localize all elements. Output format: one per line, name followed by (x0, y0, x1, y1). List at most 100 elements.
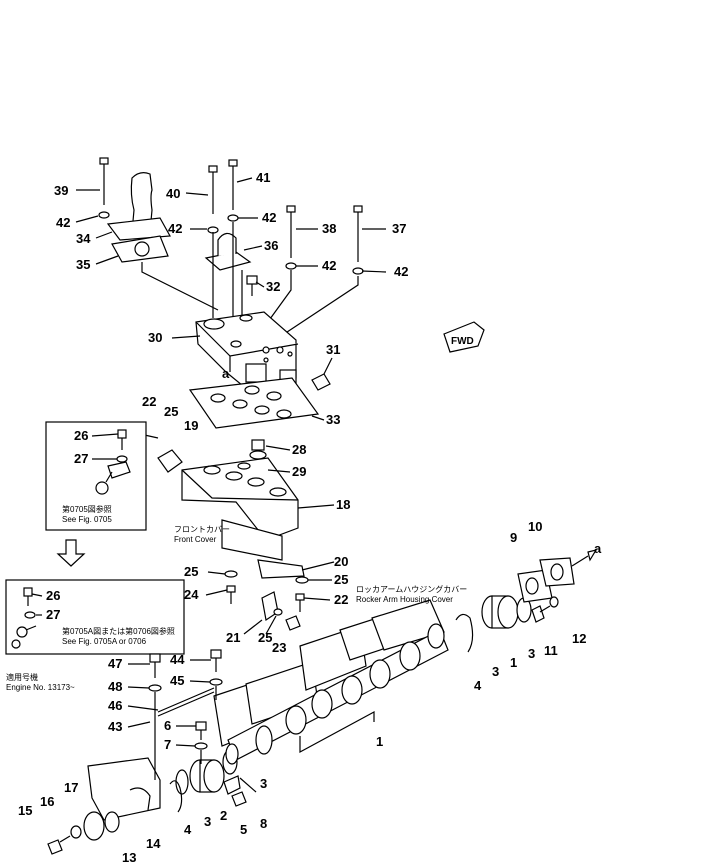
callout-4b: 4 (474, 678, 482, 693)
callout-3a: 3 (260, 776, 267, 791)
callout-5: 5 (240, 822, 247, 837)
see-fig2-label-en: See Fig. 0705A or 0706 (62, 637, 147, 646)
fwd-arrow-icon: FWD (443, 321, 485, 353)
callout-22: 22 (142, 394, 156, 409)
callout-21: 21 (226, 630, 240, 645)
callout-12: 12 (572, 631, 586, 646)
callout-43: 43 (108, 719, 122, 734)
inset-box-2 (5, 579, 185, 655)
callout-34: 34 (76, 231, 91, 246)
callout-10: 10 (528, 519, 542, 534)
callout-18: 18 (336, 497, 350, 512)
callout-40: 40 (166, 186, 180, 201)
bolt-44 (209, 649, 223, 700)
callout-23: 23 (272, 640, 286, 655)
fwd-label: FWD (451, 336, 474, 347)
bolt-47 (148, 653, 162, 780)
callout-42: 42 (56, 215, 70, 230)
bolt-41 (227, 159, 239, 222)
callout-14: 14 (146, 836, 161, 851)
callout-29: 29 (292, 464, 306, 479)
leader-1 (299, 710, 375, 754)
callout-8: 8 (260, 816, 267, 831)
callout-24: 24 (184, 587, 199, 602)
inset-box-1 (45, 421, 147, 531)
callout-27b: 27 (46, 607, 60, 622)
callout-1a: 1 (376, 734, 383, 749)
applicable-label-jp: 適用号機 (6, 672, 38, 682)
callout-17: 17 (64, 780, 78, 795)
ring-4-left (169, 780, 183, 813)
callout-27: 27 (74, 451, 88, 466)
callout-7: 7 (164, 737, 171, 752)
callout-28: 28 (292, 442, 306, 457)
camshaft-bushings (255, 623, 445, 755)
callout-30: 30 (148, 330, 162, 345)
block-18 (181, 457, 299, 541)
callout-33: 33 (326, 412, 340, 427)
bracket-36 (204, 226, 252, 271)
see-fig2-label-jp: 第0705A図または第0706図参照 (62, 626, 175, 636)
callout-16: 16 (40, 794, 54, 809)
callout-48: 48 (108, 679, 122, 694)
bolt-22-right (295, 576, 309, 612)
callout-38: 38 (322, 221, 336, 236)
bolt-38 (285, 205, 297, 270)
callout-15: 15 (18, 803, 32, 818)
right-end-parts (455, 549, 598, 653)
callout-3d: 3 (528, 646, 535, 661)
bolt-24 (224, 570, 238, 604)
callout-a-top: a (222, 366, 230, 381)
plug-32 (246, 275, 258, 296)
rocker-cover-label-en: Rocker Arm Housing Cover (356, 595, 453, 604)
bolt-39 (98, 157, 110, 219)
callout-25d: 25 (258, 630, 272, 645)
callout-1b: 1 (510, 655, 517, 670)
callout-36: 36 (264, 238, 278, 253)
ring-3-mid (225, 743, 239, 765)
leader-lines (31, 177, 387, 747)
callout-47: 47 (108, 656, 122, 671)
elbow-pipe (106, 172, 171, 263)
callout-11: 11 (544, 643, 558, 658)
callout-6: 6 (164, 718, 171, 733)
callout-13: 13 (122, 850, 136, 863)
callout-39: 39 (54, 183, 68, 198)
callout-32: 32 (266, 279, 280, 294)
callout-3c: 3 (492, 664, 499, 679)
callout-35: 35 (76, 257, 90, 272)
callout-3b: 3 (204, 814, 211, 829)
left-lower-parts (47, 749, 257, 855)
plug-31 (311, 357, 333, 391)
bolt-40 (208, 165, 218, 214)
callout-44: 44 (170, 652, 185, 667)
callout-45: 45 (170, 673, 184, 688)
caption-labels: フロントカバー Front Cover ロッカアームハウジングカバー Rocke… (6, 504, 467, 692)
part-28 (249, 439, 267, 460)
callout-19: 19 (184, 418, 198, 433)
callout-25b: 25 (334, 572, 348, 587)
alignment-lines (141, 222, 359, 341)
callout-a-right: a (594, 541, 602, 556)
rocker-housing-bodies (213, 599, 449, 761)
gasket-33 (188, 377, 320, 429)
callout-2: 2 (220, 808, 227, 823)
callout-31: 31 (326, 342, 340, 357)
callout-26: 26 (74, 428, 88, 443)
rod-46 (157, 687, 215, 717)
callout-46: 46 (108, 698, 122, 713)
callout-9: 9 (510, 530, 517, 545)
callout-42b: 42 (168, 221, 182, 236)
front-cover-label-en: Front Cover (174, 535, 217, 544)
callout-37: 37 (392, 221, 406, 236)
callout-numbers: 39 42 34 35 40 41 42 42 36 38 37 42 42 3… (18, 170, 602, 865)
front-cover-label-jp: フロントカバー (174, 525, 230, 534)
bolt-37 (352, 205, 364, 275)
callout-42c: 42 (262, 210, 276, 225)
callout-41: 41 (256, 170, 270, 185)
callout-25c: 25 (184, 564, 198, 579)
callout-25: 25 (164, 404, 178, 419)
bracket-19 (157, 449, 183, 473)
